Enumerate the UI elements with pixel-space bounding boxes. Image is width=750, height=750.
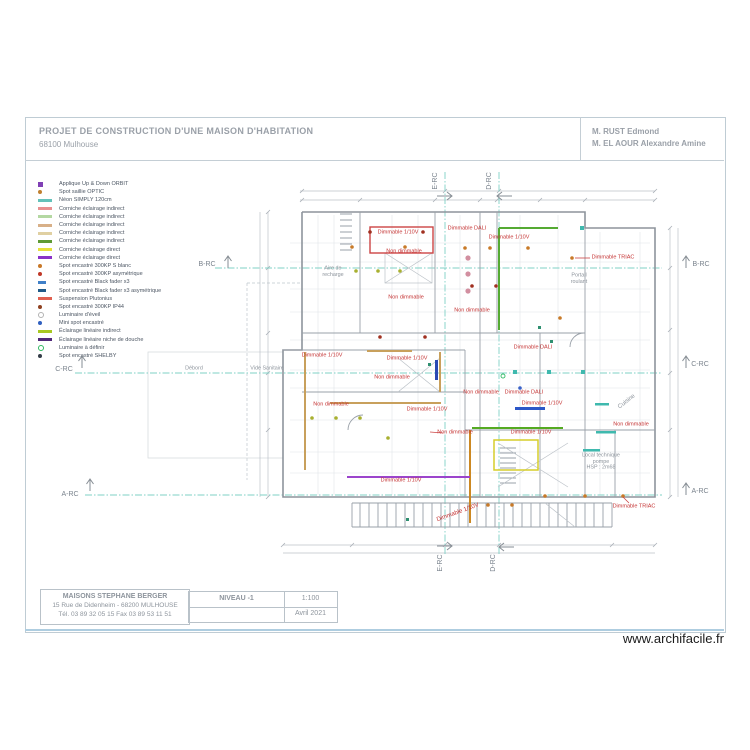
legend-item: Corniche éclairage indirect [38,205,238,213]
suspension-swatch-icon [38,297,52,301]
corniche-swatch-icon [38,207,52,211]
spot-encastre-swatch-icon [38,304,42,309]
legend-item-label: Corniche éclairage indirect [59,230,125,236]
mini-spot-swatch-icon [38,321,42,326]
spot-encastre-swatch-icon [38,281,46,284]
legend-item: Spot encastré SHELBY [38,352,238,360]
luminaire-swatch-icon [38,344,44,351]
spot-saillie-swatch-icon [38,190,42,195]
corniche-swatch-icon [38,256,52,260]
drawing-meta-box: NIVEAU -1 1:100 Avril 2021 [188,591,338,623]
legend-item-label: Luminaire d'éveil [59,312,101,318]
legend-item-label: Luminaire à définir [59,345,105,351]
legend-item: Spot encastré 300KP IP44 [38,303,238,311]
legend-item: Luminaire à définir [38,344,238,352]
legend-item-label: Spot encastré SHELBY [59,353,117,359]
corniche-swatch-icon [38,239,52,243]
legend-item-label: Corniche éclairage direct [59,246,121,253]
archifacile-link[interactable]: www.archifacile.fr [622,631,724,646]
legend-item: Corniche éclairage indirect [38,237,238,245]
legend-item: Corniche éclairage direct [38,254,238,262]
corniche-swatch-icon [38,215,52,219]
sheet-bottom-accent [25,629,724,631]
legend: Applique Up & Down ORBIT Spot saillie OPT… [38,180,238,360]
client-names: M. RUST Edmond M. EL AOUR Alexandre Amin… [592,126,706,150]
company-phone-fax: Tél. 03 89 32 05 15 Fax 03 89 53 11 51 [58,611,172,618]
corniche-swatch-icon [38,223,52,227]
legend-item-label: Spot saillie OPTIC [59,189,105,196]
meta-divider-v [284,592,285,622]
luminaire-swatch-icon [38,312,44,319]
legend-item: Corniche éclairage indirect [38,221,238,229]
section-arrow-icons [78,191,690,552]
client-name-1: M. RUST Edmond [592,127,660,136]
company-name: MAISONS STEPHANE BERGER [62,593,168,600]
legend-item-label: Éclairage linéaire indirect [59,328,121,335]
project-city: 68100 Mulhouse [39,140,99,149]
legend-item: Corniche éclairage direct [38,246,238,254]
applique-swatch-icon [38,181,43,187]
legend-item: Suspension Plutonius [38,295,238,303]
company-box: MAISONS STEPHANE BERGER 15 Rue de Didenh… [40,589,190,625]
header-divider [580,117,581,160]
legend-item: Spot encastré Black fader x3 [38,278,238,286]
legend-item: Spot encastré 300KP S blanc [38,262,238,270]
corniche-swatch-icon [38,248,52,252]
legend-item-label: Suspension Plutonius [59,295,113,302]
spot-encastre-swatch-icon [38,263,42,268]
neon-swatch-icon [38,198,52,202]
legend-item-label: Spot encastré 300KP IP44 [59,304,124,310]
legend-item: Éclairage linéaire niche de douche [38,336,238,344]
client-name-2: M. EL AOUR Alexandre Amine [592,139,706,148]
legend-item-label: Corniche éclairage indirect [59,214,125,220]
legend-item: Applique Up & Down ORBIT [38,180,238,188]
legend-item-label: Spot encastré 300KP asymétrique [59,271,143,277]
legend-item-label: Mini spot encastré [59,320,104,327]
eclairage-lineaire-swatch-icon [38,338,52,342]
legend-item: Spot encastré 300KP asymétrique [38,270,238,278]
legend-item-label: Corniche éclairage direct [59,255,121,261]
drawing-sheet-frame [25,117,726,633]
legend-item-label: Applique Up & Down ORBIT [59,181,129,187]
level-label: NIVEAU -1 [219,595,254,602]
legend-item: Spot encastré Black fader x3 asymétrique [38,286,238,294]
legend-item: Luminaire d'éveil [38,311,238,319]
date-label: Avril 2021 [294,610,326,617]
legend-item-label: Spot encastré Black fader x3 [59,279,130,286]
eclairage-lineaire-swatch-icon [38,329,52,333]
legend-item-label: Corniche éclairage indirect [59,205,125,212]
legend-item: Néon SIMPLY 120cm [38,196,238,204]
legend-item-label: Éclairage linéaire niche de douche [59,336,144,343]
spot-encastre-swatch-icon [38,289,46,292]
legend-item: Éclairage linéaire indirect [38,327,238,335]
legend-item: Corniche éclairage indirect [38,213,238,221]
legend-item: Spot saillie OPTIC [38,188,238,196]
legend-item: Mini spot encastré [38,319,238,327]
project-title: PROJET DE CONSTRUCTION D'UNE MAISON D'HA… [39,126,314,136]
scale-label: 1:100 [301,595,320,602]
title-header: PROJET DE CONSTRUCTION D'UNE MAISON D'HA… [25,117,724,161]
spot-encastre-swatch-icon [38,354,42,359]
company-address: 15 Rue de Didenheim - 68200 MULHOUSE [52,602,178,609]
legend-item-label: Spot encastré 300KP S blanc [59,263,132,269]
legend-item-label: Corniche éclairage indirect [59,222,125,228]
legend-item-label: Spot encastré Black fader x3 asymétrique [59,287,162,294]
meta-divider-h [189,607,337,608]
legend-item-label: Corniche éclairage indirect [59,238,125,245]
spot-encastre-swatch-icon [38,272,42,277]
legend-item-label: Néon SIMPLY 120cm [59,197,112,204]
corniche-swatch-icon [38,231,52,235]
legend-item: Corniche éclairage indirect [38,229,238,237]
